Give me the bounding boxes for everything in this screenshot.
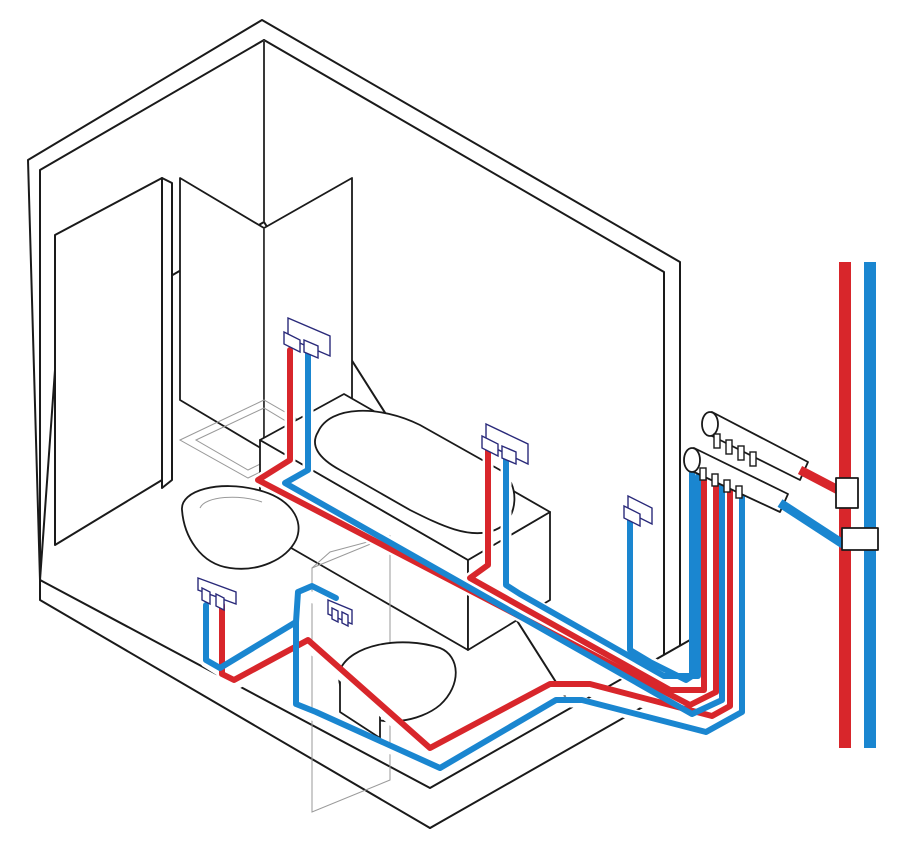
cold-pipe-bidet bbox=[627, 469, 695, 683]
cold-pipes bbox=[203, 262, 876, 771]
hot-pipe-basin bbox=[219, 487, 733, 751]
riser-tee-cold bbox=[841, 527, 879, 551]
cold-pipe-bathtub bbox=[503, 452, 701, 679]
cold-pipe-basin bbox=[203, 602, 299, 671]
riser-tee-hot bbox=[835, 477, 859, 509]
wc-frame bbox=[311, 535, 391, 813]
pipes bbox=[200, 262, 876, 776]
manifold-cold-cap bbox=[683, 447, 701, 473]
fittings bbox=[197, 316, 653, 628]
manifold-hot-feed bbox=[797, 466, 845, 496]
wall-opening bbox=[54, 177, 163, 546]
manifold-hot-cap bbox=[701, 411, 719, 437]
manifold-outlets bbox=[699, 433, 757, 499]
distribution-manifold bbox=[683, 411, 879, 551]
shower-mixer bbox=[283, 316, 331, 360]
washbasin-bowl bbox=[181, 485, 300, 570]
wall-opening-inner bbox=[161, 177, 173, 489]
hot-pipe-bathtub bbox=[467, 445, 707, 693]
washbasin-rim bbox=[199, 496, 263, 509]
cold-pipe-wc-cistern bbox=[293, 583, 339, 625]
wc-cistern-valve bbox=[327, 598, 353, 628]
cold-pipe-wc bbox=[293, 487, 745, 771]
washbasin-manifold bbox=[197, 576, 237, 612]
manifold-cold-feed bbox=[777, 499, 849, 550]
washbasin bbox=[181, 485, 300, 570]
bathtub-mixer bbox=[481, 422, 529, 466]
cold-pipe-shower bbox=[282, 347, 725, 717]
bidet-valve bbox=[623, 494, 653, 528]
